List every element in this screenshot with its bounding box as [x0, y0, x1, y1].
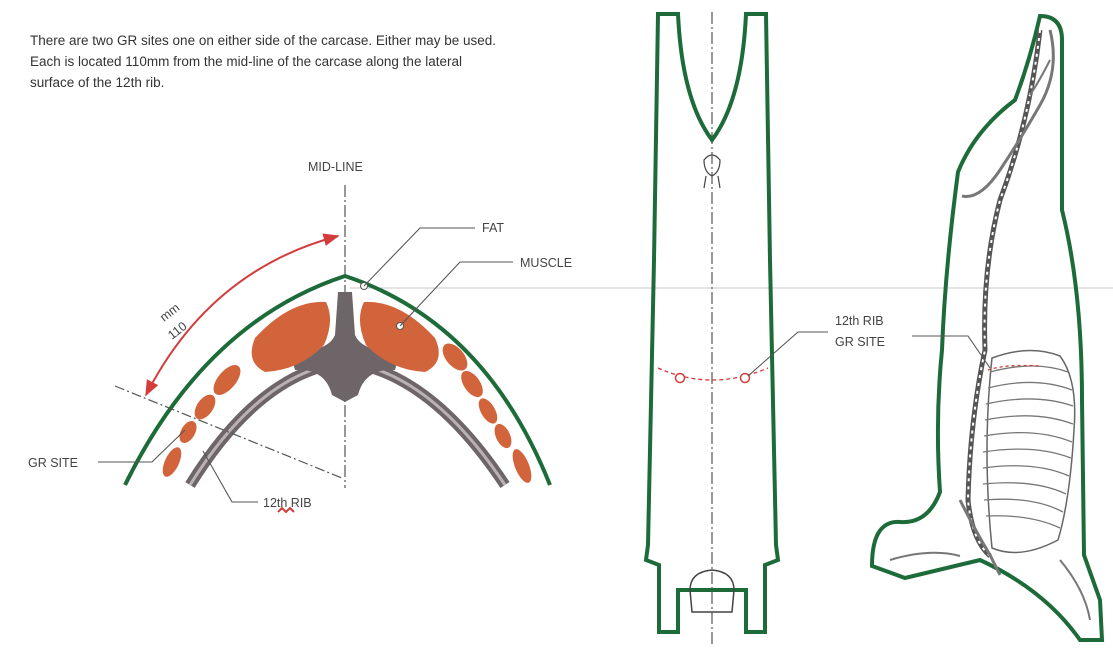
gr-site-line	[115, 386, 342, 478]
muscle-label: MUSCLE	[520, 256, 572, 270]
cross-section-diagram: MID-LINE FAT MUSCLE mm 110 GR SITE 12th …	[28, 160, 572, 512]
side-gr-pointer	[912, 336, 990, 368]
gr-site-label-line1: 12th RIB	[835, 314, 884, 328]
gr-site-label-line2: GR SITE	[835, 335, 885, 349]
rib-cage	[987, 350, 1075, 552]
distance-value-label: 110	[165, 319, 189, 342]
carcase-dorsal-view	[646, 12, 778, 645]
carcase-side-view	[872, 16, 1102, 640]
gr-site-right-marker	[741, 374, 750, 383]
fat-pointer	[364, 228, 475, 286]
gr-site-label: GR SITE	[28, 456, 78, 470]
fat-label: FAT	[482, 221, 504, 235]
dorsal-gr-pointer	[748, 332, 828, 376]
muscle-pointer	[400, 262, 513, 326]
gr-site-left-marker	[676, 374, 685, 383]
dorsal-rib-line	[658, 368, 768, 380]
midline-label: MID-LINE	[308, 160, 363, 174]
rib-label: 12th RIB	[263, 496, 312, 510]
